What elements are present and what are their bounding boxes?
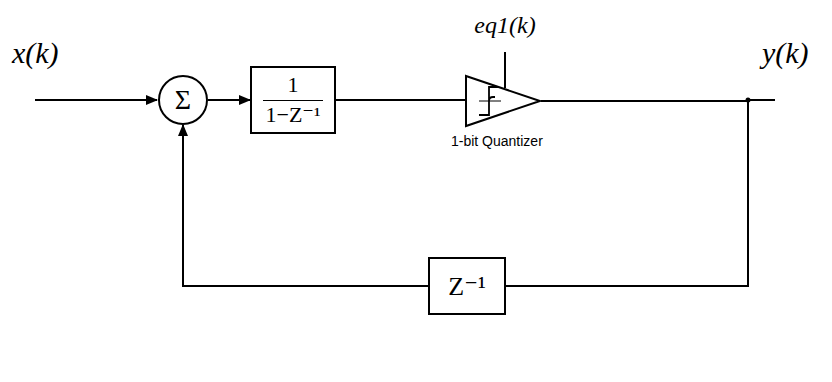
denominator: 1−Z⁻¹ bbox=[265, 103, 320, 127]
fraction-bar bbox=[263, 100, 322, 101]
output-wire bbox=[748, 99, 775, 101]
transfer-box: 1 1−Z⁻¹ bbox=[250, 66, 336, 134]
quantizer: 1-bit Quantizer bbox=[465, 75, 541, 127]
transfer-box: Z⁻¹ bbox=[428, 257, 506, 315]
signal-wire bbox=[183, 125, 428, 286]
error-wire bbox=[504, 52, 506, 88]
signal-name: x(k) bbox=[12, 36, 59, 70]
quantizer-label: 1-bit Quantizer bbox=[451, 133, 543, 149]
numerator: 1 bbox=[288, 73, 299, 97]
signal-wire bbox=[506, 101, 748, 286]
quantizer-symbol bbox=[465, 75, 541, 127]
signal-name: y(k) bbox=[762, 36, 809, 70]
summing-junction: Σ bbox=[158, 75, 208, 125]
input-wire bbox=[35, 99, 157, 101]
sum-symbol: Σ bbox=[175, 86, 191, 114]
signal-name: eq1(k) bbox=[474, 12, 535, 39]
delay-label: Z⁻¹ bbox=[448, 271, 485, 302]
signal-wire bbox=[208, 99, 250, 101]
signal-wire bbox=[336, 99, 465, 101]
